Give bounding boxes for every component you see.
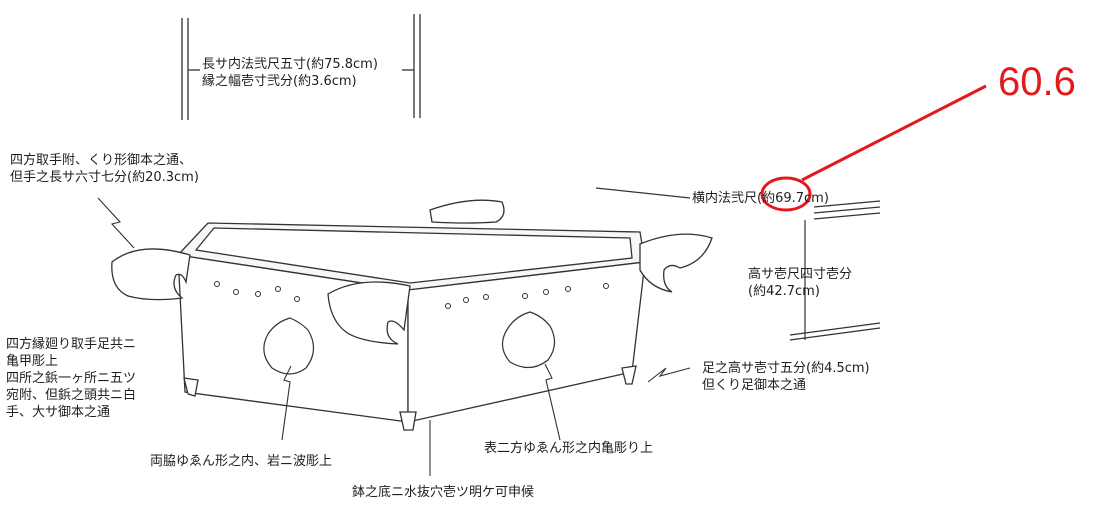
handles-label: 四方取手附、くり形御本之通、 但手之長サ六寸七分(約20.3cm) [10, 153, 199, 185]
feet-label: 足之高サ壱寸五分(約4.5cm) 但くり足御本之通 [702, 361, 870, 393]
brazier-body [176, 222, 646, 431]
length-dimension-lines [181, 14, 421, 120]
length-label: 長サ内法弐尺五寸(約75.8cm) 縁之幅壱寸弐分(約3.6cm) [202, 57, 378, 89]
height-dimension-lines [789, 220, 881, 341]
bottom-label: 鉢之底ニ水抜穴壱ツ明ケ可申候 [352, 485, 535, 500]
front-motif-label: 表二方ゆゑん形之内亀彫り上 [484, 441, 654, 456]
width-dimension-lines [595, 187, 881, 220]
rim-label: 四方縁廻り取手足共ニ 亀甲彫上 四所之鋲一ヶ所ニ五ツ 宛附、但鋲之頭共ニ白 手、… [6, 337, 137, 420]
rivets [214, 281, 609, 309]
red-correction-marking [760, 84, 987, 212]
gourd-motifs [263, 311, 556, 375]
handles [111, 199, 713, 345]
width-label: 横内法弐尺(約69.7cm) [692, 191, 829, 206]
correction-value: 60.6 [998, 60, 1076, 104]
height-label: 高サ壱尺四寸壱分 (約42.7cm) [748, 267, 853, 299]
sides-motif-label: 両脇ゆゑん形之内、岩ニ波彫上 [150, 454, 333, 469]
leader-lines [97, 197, 691, 476]
